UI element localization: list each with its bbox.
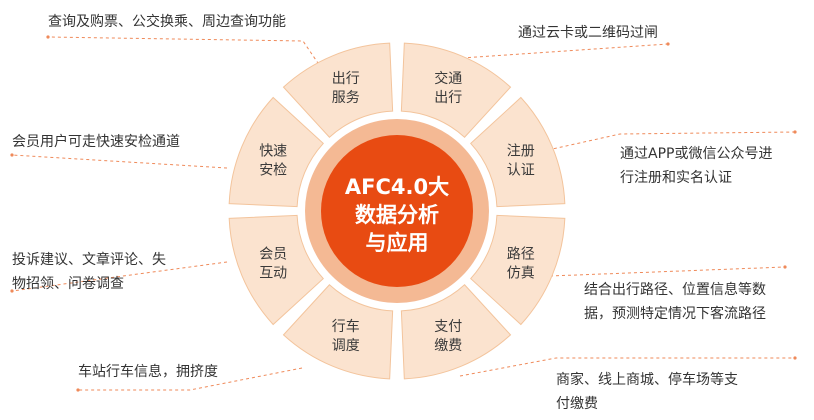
note-xingche-line1: 车站行车信息，拥挤度 — [78, 364, 218, 380]
connector-zhifu-end-dot — [793, 356, 797, 360]
note-zhuce-line1: 通过APP或微信公众号进 — [620, 146, 773, 162]
connector-zhifu — [459, 357, 795, 377]
segment-lujing — [470, 214, 566, 326]
segment-zhifu-label-line1: 支付 — [434, 319, 462, 335]
note-zhuce: 通过APP或微信公众号进 行注册和实名认证 — [620, 142, 772, 190]
connector-jiaotong-end-dot — [666, 42, 670, 46]
segment-jiaotong-label-line1: 交通 — [434, 70, 462, 87]
note-zhifu: 商家、线上商城、停车场等支 付缴费 — [556, 368, 738, 416]
connector-chuxing-end-dot — [46, 35, 50, 39]
segment-lujing-label-line2: 仿真 — [507, 265, 535, 281]
segment-xingche-label-line1: 行车 — [332, 318, 360, 335]
segment-kuaisu-label-line1: 快速 — [259, 144, 287, 160]
connector-kuaisu — [11, 154, 228, 169]
segment-zhuce-label-line2: 认证 — [507, 163, 535, 179]
center-disc — [321, 135, 473, 287]
connector-zhuce — [547, 131, 796, 151]
connector-xingche-end-dot — [76, 388, 80, 392]
segment-jiaotong-label-line2: 出行 — [434, 90, 462, 106]
note-zhuce-line2: 行注册和实名认证 — [620, 170, 732, 186]
segment-zhuce-label-line1: 注册 — [507, 144, 535, 160]
segment-chuxing — [282, 42, 394, 138]
note-chuxing-line1: 查询及购票、公交换乘、周边查询功能 — [48, 14, 286, 30]
connector-xingche — [78, 367, 303, 391]
note-chuxing: 查询及购票、公交换乘、周边查询功能 — [48, 10, 286, 34]
segment-chuxing-label-line2: 服务 — [332, 90, 360, 106]
connector-lujing — [549, 266, 786, 277]
note-zhifu-line2: 付缴费 — [556, 396, 598, 412]
connector-huiyuan — [11, 261, 228, 292]
note-xingche: 车站行车信息，拥挤度 — [78, 360, 218, 384]
center-title-line2: 数据分析 — [355, 203, 439, 227]
note-kuaisu: 会员用户可走快速安检通道 — [12, 130, 180, 154]
segment-chuxing-label-line1: 出行 — [332, 71, 360, 87]
note-lujing-line1: 结合出行路径、位置信息等数 — [584, 282, 766, 298]
note-lujing-line2: 据，预测特定情况下客流路径 — [584, 306, 766, 322]
connector-chuxing — [47, 36, 323, 70]
note-huiyuan: 投诉建议、文章评论、失 物招领、问卷调查 — [12, 248, 166, 296]
center-title-line3: 与应用 — [366, 231, 429, 255]
segment-huiyuan — [228, 214, 324, 326]
connector-lines — [10, 35, 797, 392]
segment-xingche-label-line2: 调度 — [332, 338, 360, 354]
segment-zhifu-label-line2: 缴费 — [434, 338, 462, 354]
segment-huiyuan-label-line1: 会员 — [259, 246, 287, 262]
note-kuaisu-line1: 会员用户可走快速安检通道 — [12, 134, 180, 150]
segment-kuaisu-label-line2: 安检 — [259, 163, 287, 179]
segment-huiyuan-label-line2: 互动 — [259, 265, 287, 281]
segment-xingche — [282, 284, 394, 380]
segment-zhifu — [400, 284, 512, 380]
connector-lujing-end-dot — [783, 265, 787, 269]
segment-kuaisu — [228, 96, 324, 208]
connector-jiaotong — [461, 43, 669, 59]
note-jiaotong-line1: 通过云卡或二维码过闸 — [518, 25, 658, 41]
segment-jiaotong — [400, 42, 512, 138]
connector-zhuce-end-dot — [793, 130, 797, 134]
note-huiyuan-line1: 投诉建议、文章评论、失 — [12, 252, 166, 268]
note-lujing: 结合出行路径、位置信息等数 据，预测特定情况下客流路径 — [584, 278, 766, 326]
center-title-line1: AFC4.0大 — [345, 175, 449, 199]
note-zhifu-line1: 商家、线上商城、停车场等支 — [556, 372, 738, 388]
note-jiaotong: 通过云卡或二维码过闸 — [518, 21, 658, 45]
note-huiyuan-line2: 物招领、问卷调查 — [12, 276, 124, 292]
segment-lujing-label-line1: 路径 — [507, 246, 535, 262]
connector-huiyuan-end-dot — [10, 289, 14, 293]
segment-zhuce — [470, 96, 566, 208]
connector-kuaisu-end-dot — [10, 153, 14, 157]
